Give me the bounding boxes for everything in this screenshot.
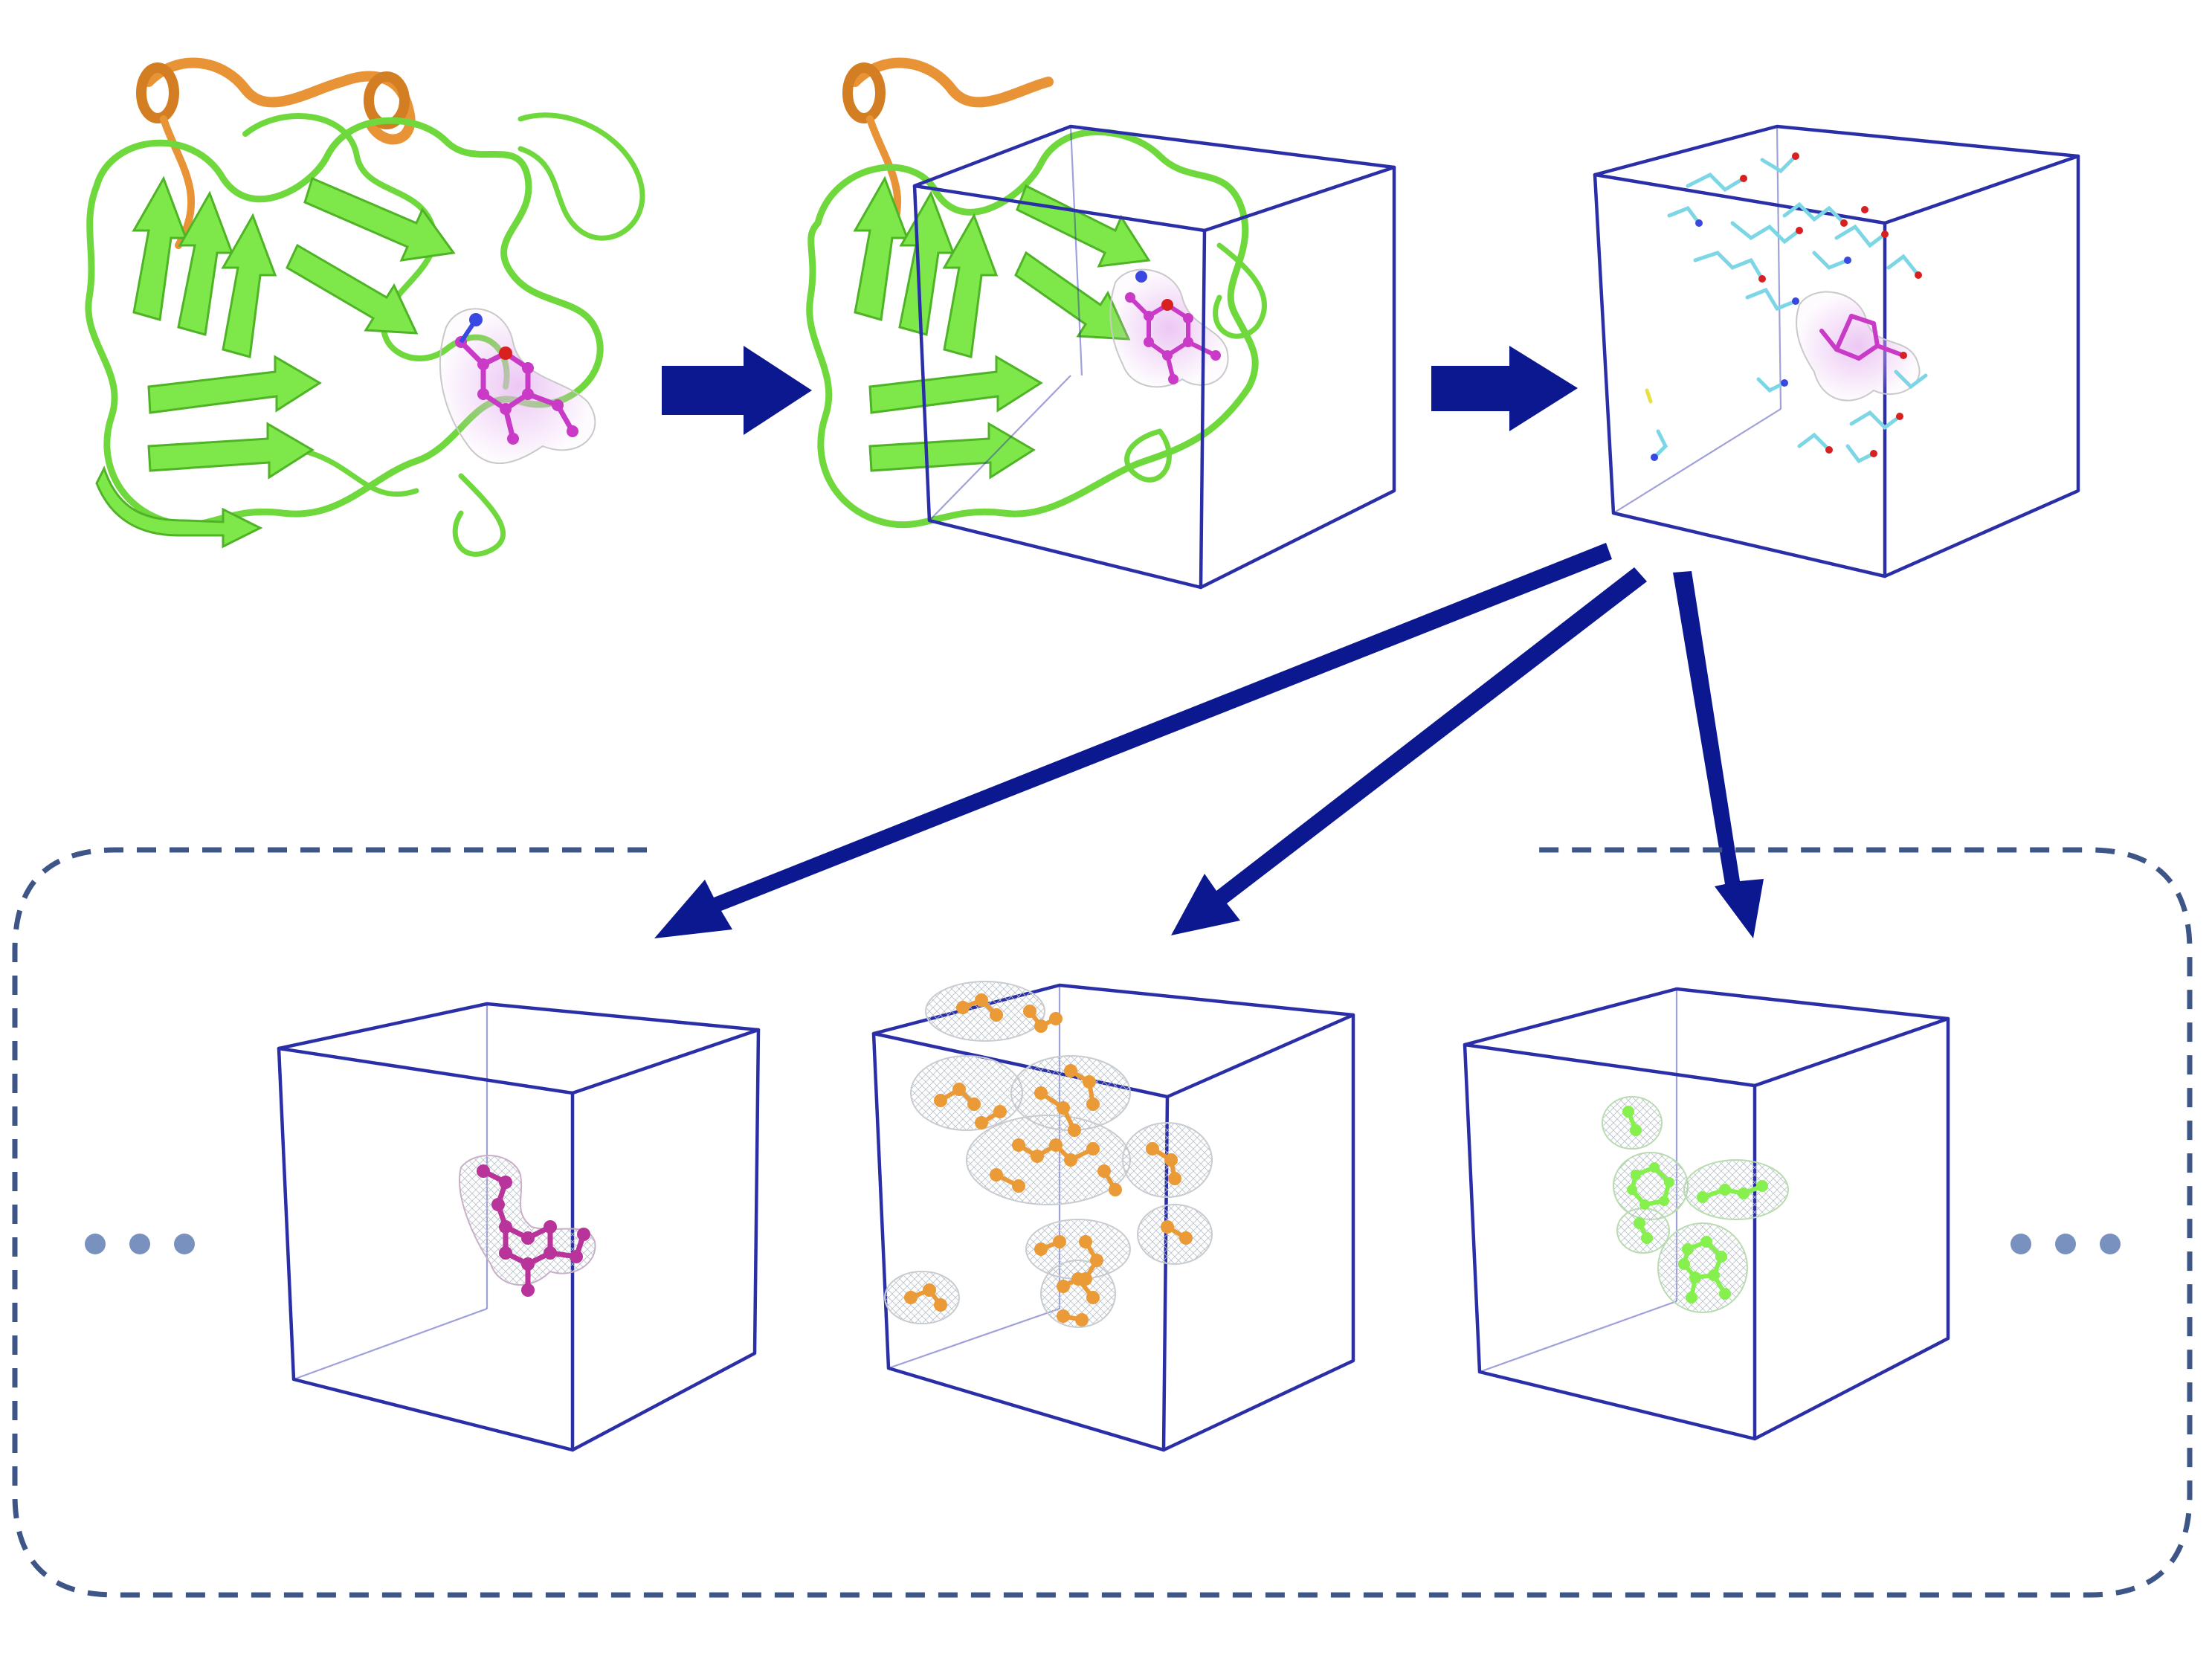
ligand-molecule bbox=[459, 1155, 596, 1297]
arrow-stage1-to-stage2 bbox=[662, 346, 812, 435]
orange-atom-cluster bbox=[884, 981, 1213, 1328]
arrow-to-ligand-channel bbox=[654, 543, 1612, 938]
channel-box-green-atoms bbox=[1463, 987, 1950, 1441]
protein-ribbon-icon bbox=[85, 57, 645, 557]
channel-box-orange-atoms bbox=[871, 981, 1355, 1452]
arrow-stage2-to-stage3 bbox=[1431, 346, 1578, 431]
channel-box-ligand bbox=[277, 1002, 761, 1452]
binding-site-residues bbox=[1652, 154, 1928, 464]
protein-ribbon-in-box bbox=[806, 57, 1267, 529]
stage-boxed-complex bbox=[806, 57, 1396, 590]
stage-protein-ligand-complex bbox=[85, 57, 645, 557]
arrow-to-hydrophobic-channel bbox=[1171, 567, 1647, 935]
beta-sheet bbox=[95, 175, 456, 549]
ligand-with-surface bbox=[439, 308, 596, 465]
bounding-box-icon bbox=[912, 124, 1396, 590]
channel-arrows bbox=[654, 543, 1764, 938]
ellipsis-right bbox=[2011, 1234, 2121, 1254]
stage-binding-site-atoms bbox=[1593, 124, 2080, 578]
channel-group-frame bbox=[12, 847, 2193, 1598]
ellipsis-left bbox=[85, 1234, 195, 1254]
atom-cluster-icon bbox=[1593, 124, 2080, 578]
green-atom-cluster bbox=[1602, 1096, 1789, 1313]
arrow-to-aromatic-channel bbox=[1673, 571, 1764, 938]
